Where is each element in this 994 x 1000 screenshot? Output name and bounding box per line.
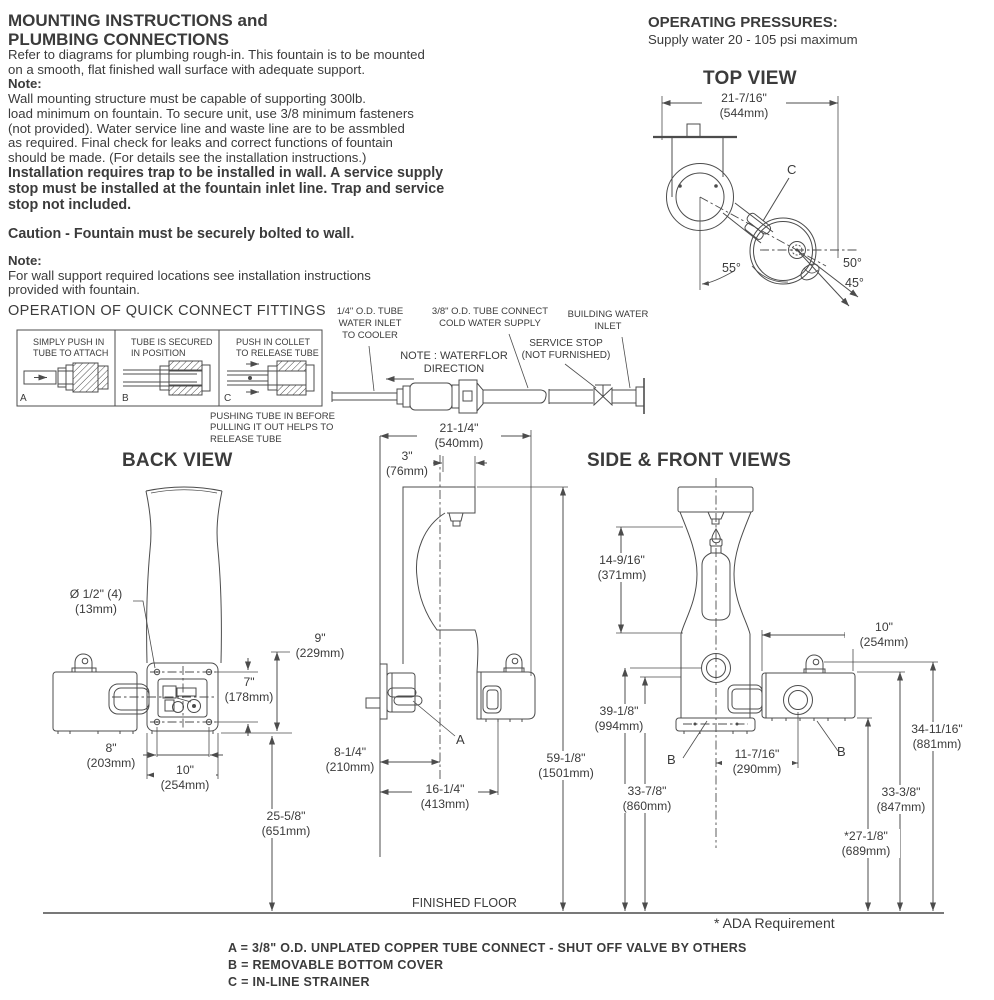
legend-line-c: C = IN-LINE STRAINER: [228, 975, 370, 989]
inlet-assembly-drawing: [331, 333, 645, 414]
caution-note: Caution - Fountain must be securely bolt…: [8, 226, 355, 242]
callout-b-right-label: B: [837, 744, 846, 759]
service-stop-label: SERVICE STOP (NOT FURNISHED): [521, 338, 611, 361]
note-label: Note:: [8, 76, 42, 92]
dim-9in: 9" (229mm): [295, 631, 345, 660]
dim-34-11-16: 34-11/16" (881mm): [902, 722, 972, 751]
dim-8in: 8" (203mm): [86, 741, 136, 770]
page-title: MOUNTING INSTRUCTIONS and PLUMBING CONNE…: [8, 11, 268, 49]
callout-a-label: A: [456, 732, 465, 747]
back-view-title: BACK VIEW: [122, 450, 233, 471]
operating-pressures-value: Supply water 20 - 105 psi maximum: [648, 32, 858, 47]
quarter-tube-label: 1/4" O.D. TUBE WATER INLET TO COOLER: [336, 306, 404, 341]
dim-hole-diameter: Ø 1/2" (4) (13mm): [69, 587, 123, 616]
panel-b-letter: B: [122, 393, 129, 404]
panel-c-letter: C: [224, 393, 232, 404]
callout-b-left-label: B: [667, 752, 676, 767]
finished-floor-label: FINISHED FLOOR: [412, 896, 517, 910]
callout-c-label: C: [787, 162, 797, 177]
dim-21-1-4: 21-1/4" (540mm): [417, 421, 501, 450]
dim-10in-front: 10" (254mm): [845, 620, 923, 649]
dim-39-1-8: 39-1/8" (994mm): [592, 704, 646, 733]
ada-requirement-note: * ADA Requirement: [714, 915, 835, 931]
legend-line-a: A = 3/8" O.D. UNPLATED COPPER TUBE CONNE…: [228, 941, 747, 955]
dim-10in-back: 10" (254mm): [154, 763, 216, 792]
panel-c-caption: PUSH IN COLLET TO RELEASE TUBE: [236, 337, 319, 358]
dim-25-5-8: 25-5/8" (651mm): [250, 809, 322, 838]
back-view-drawing: [52, 486, 292, 911]
top-view-drawing: [653, 96, 859, 307]
trap-warning: Installation requires trap to be install…: [8, 165, 445, 214]
quick-connect-title: OPERATION OF QUICK CONNECT FITTINGS: [8, 303, 326, 319]
waterflow-note-label: NOTE : WATERFLOR DIRECTION: [400, 350, 508, 375]
quick-connect-note: PUSHING TUBE IN BEFORE PULLING IT OUT HE…: [210, 411, 335, 445]
wall-support-note: Note: For wall support required location…: [8, 253, 371, 298]
panel-b-caption: TUBE IS SECURED IN POSITION: [131, 337, 213, 358]
front-view-title: SIDE & FRONT VIEWS: [587, 450, 792, 471]
front-view-drawing: [616, 478, 938, 911]
top-view-title: TOP VIEW: [703, 68, 797, 89]
intro-paragraph: Refer to diagrams for plumbing rough-in.…: [8, 47, 425, 165]
dim-14-9-16: 14-9/16" (371mm): [590, 553, 654, 582]
dim-top-width: 21-7/16" (544mm): [702, 91, 786, 120]
dim-27-1-8: *27-1/8" (689mm): [832, 829, 900, 858]
dim-7in: 7" (178mm): [224, 675, 274, 704]
cold-supply-label: 3/8" O.D. TUBE CONNECT COLD WATER SUPPLY: [431, 306, 549, 329]
dim-3in: 3" (76mm): [386, 449, 428, 478]
dim-8-1-4: 8-1/4" (210mm): [325, 745, 375, 774]
quick-connect-drawing: [16, 329, 323, 407]
angle-50-label: 50°: [843, 256, 862, 270]
dim-16-1-4: 16-1/4" (413mm): [412, 782, 478, 811]
legend-line-b: B = REMOVABLE BOTTOM COVER: [228, 958, 444, 972]
note-label: Note:: [8, 253, 42, 268]
dim-33-7-8: 33-7/8" (860mm): [615, 784, 679, 813]
panel-a-caption: SIMPLY PUSH IN TUBE TO ATTACH: [33, 337, 109, 358]
side-view-drawing: [365, 430, 568, 911]
building-inlet-label: BUILDING WATER INLET: [567, 309, 649, 332]
angle-55-label: 55°: [722, 261, 741, 275]
operating-pressures-title: OPERATING PRESSURES:: [648, 14, 838, 31]
dim-33-3-8: 33-3/8" (847mm): [870, 785, 932, 814]
panel-a-letter: A: [20, 393, 27, 404]
dim-59-1-8: 59-1/8" (1501mm): [531, 751, 601, 780]
dim-11-7-16: 11-7/16" (290mm): [722, 747, 792, 776]
angle-45-label: 45°: [845, 276, 864, 290]
